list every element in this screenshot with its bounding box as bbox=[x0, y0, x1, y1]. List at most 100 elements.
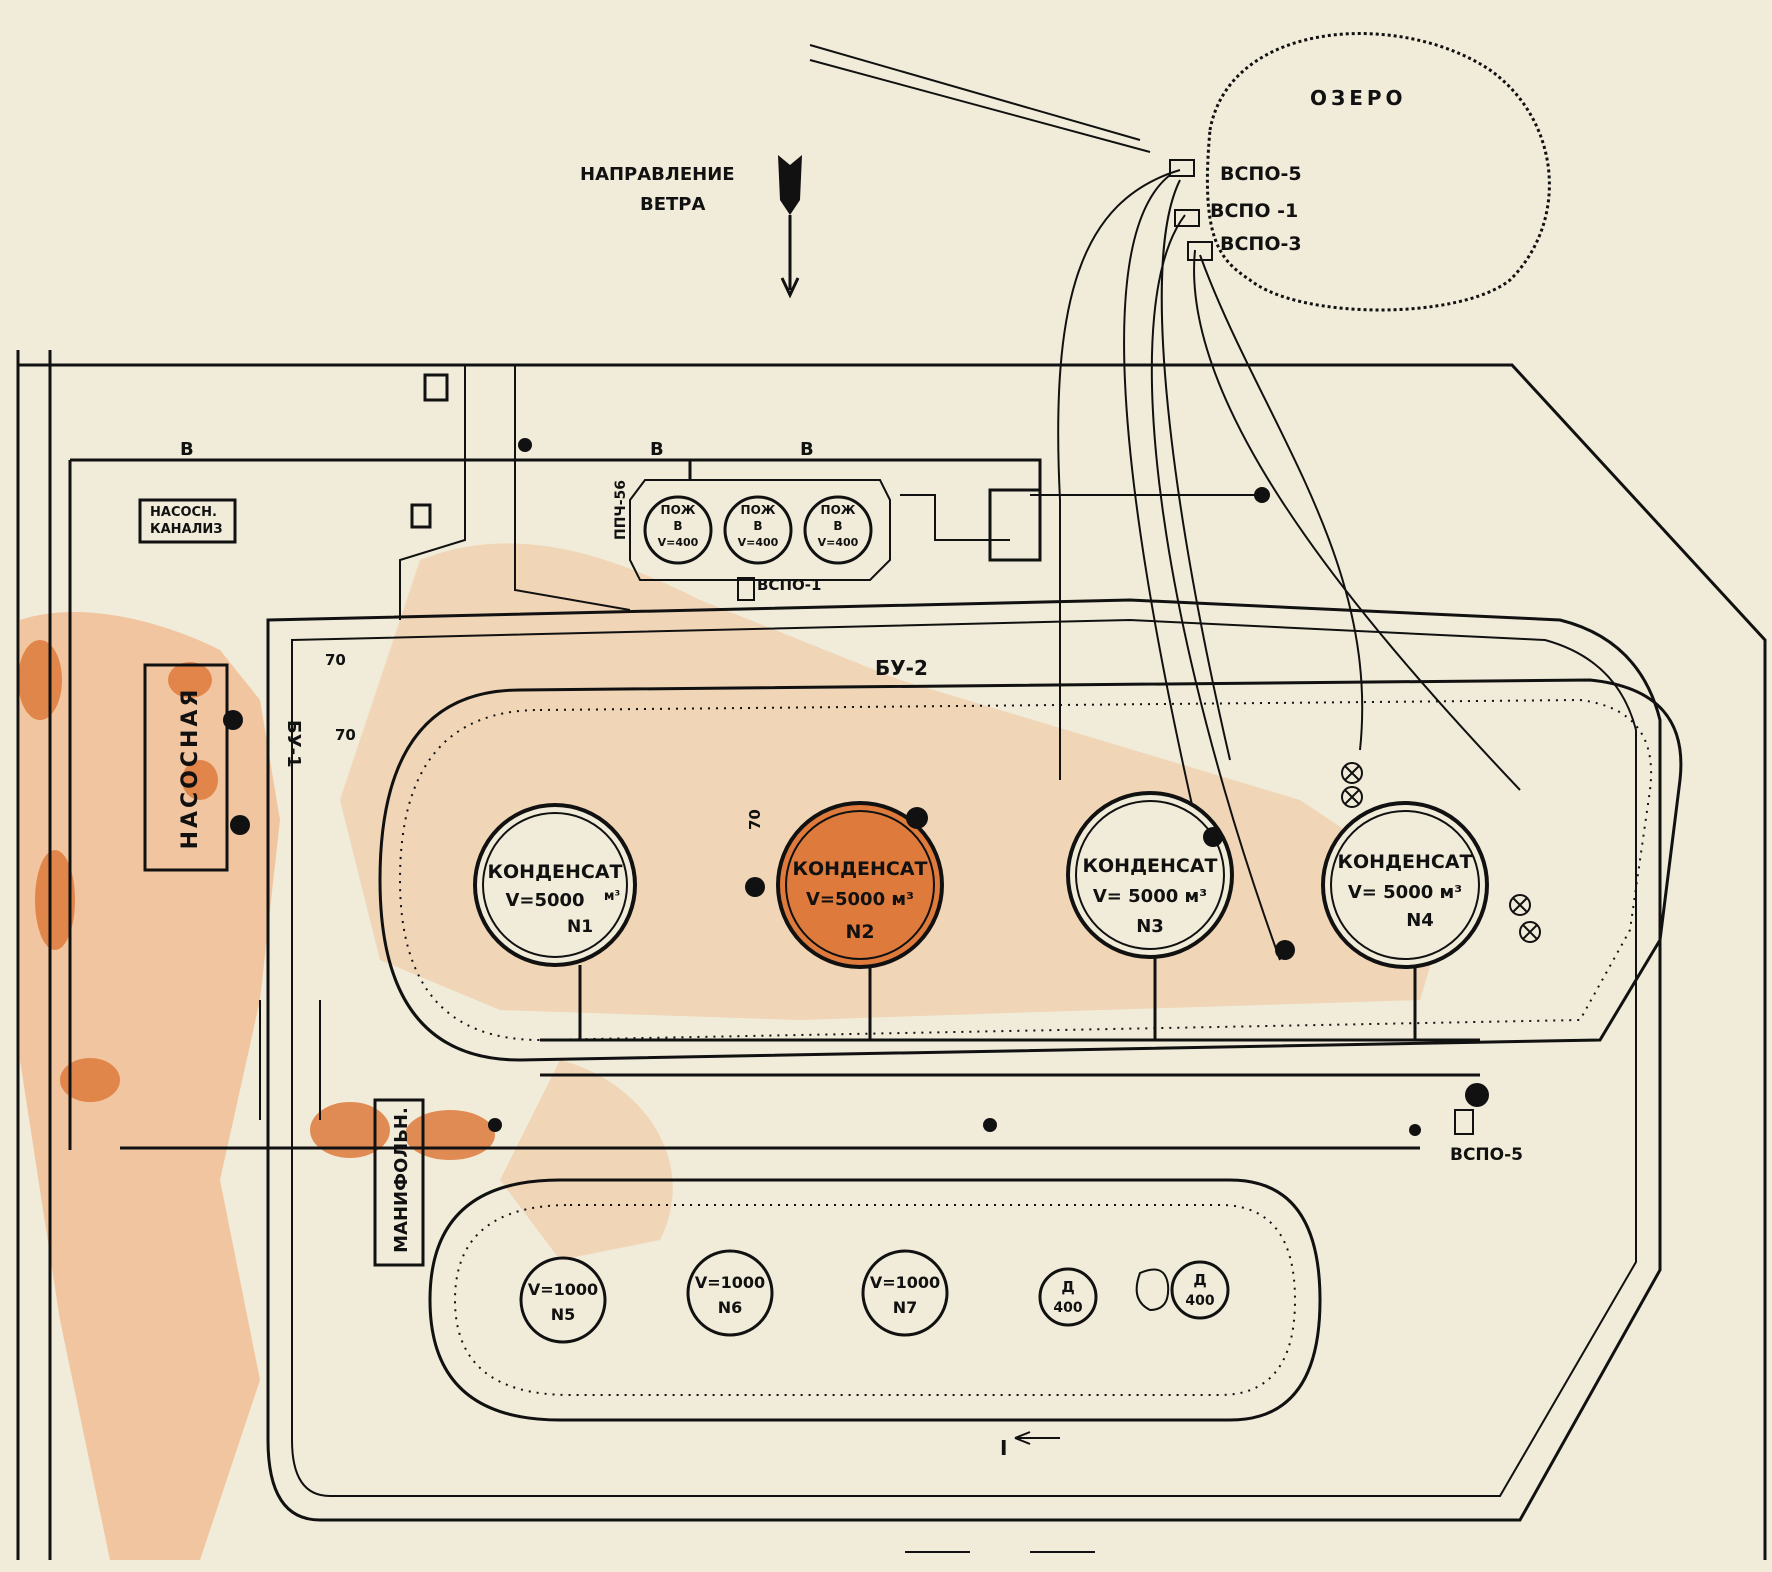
wind-direction-arrow-shaft bbox=[780, 215, 800, 299]
wind-direction-label: НАПРАВЛЕНИЕ bbox=[580, 164, 735, 185]
svg-text:V=400: V=400 bbox=[818, 536, 859, 549]
fire-tank: ПОЖ В V=400 bbox=[643, 495, 713, 565]
yard-boundary bbox=[399, 365, 631, 620]
distance-label: 70 bbox=[325, 651, 346, 669]
lake-label: ОЗЕРО bbox=[1310, 86, 1407, 110]
water-line-label: В bbox=[180, 439, 194, 460]
small-tank: Д 400 bbox=[1038, 1267, 1098, 1327]
small-tanks-dike bbox=[428, 1178, 1322, 1422]
svg-text:ПОЖ: ПОЖ bbox=[741, 503, 776, 517]
vspo1-label: ВСПО-1 bbox=[757, 576, 821, 594]
lake-station-label: ВСПО -1 bbox=[1210, 200, 1298, 222]
perimeter-road bbox=[266, 598, 1662, 1522]
lake-access-road bbox=[809, 44, 1151, 153]
gate-label: I bbox=[1000, 1436, 1007, 1460]
monitor-nozzles bbox=[1341, 762, 1541, 943]
hydrant bbox=[518, 438, 532, 452]
svg-text:V=400: V=400 bbox=[658, 536, 699, 549]
svg-text:м³: м³ bbox=[604, 889, 620, 904]
distance-label: 70 bbox=[746, 809, 764, 830]
svg-text:V= 5000 м³: V= 5000 м³ bbox=[1348, 882, 1462, 903]
large-tanks-dike-inner bbox=[398, 698, 1653, 1042]
svg-text:В: В bbox=[753, 519, 762, 533]
manifold-building bbox=[373, 1098, 425, 1267]
svg-text:КОНДЕНСАТ: КОНДЕНСАТ bbox=[793, 858, 928, 880]
svg-text:Д: Д bbox=[1193, 1271, 1206, 1289]
condensate-tank-1: КОНДЕНСАТ V=5000 м³ N1 bbox=[473, 803, 637, 967]
vspo5-label: ВСПО-5 bbox=[1450, 1145, 1523, 1165]
svg-text:КОНДЕНСАТ: КОНДЕНСАТ bbox=[1338, 851, 1473, 873]
large-tanks-dike bbox=[378, 678, 1683, 1062]
wind-direction-label: ВЕТРА bbox=[640, 194, 705, 215]
pump-sewer-label: НАСОСН. bbox=[150, 505, 217, 520]
svg-text:ПОЖ: ПОЖ bbox=[661, 503, 696, 517]
lake-pump-stations bbox=[1169, 159, 1213, 261]
svg-text:N7: N7 bbox=[893, 1298, 918, 1317]
lake bbox=[1205, 32, 1551, 312]
fire-tank: ПОЖ В V=400 bbox=[803, 495, 873, 565]
svg-text:V=1000: V=1000 bbox=[528, 1280, 598, 1299]
small-tank: V=1000 N6 bbox=[686, 1249, 774, 1337]
svg-text:КОНДЕНСАТ: КОНДЕНСАТ bbox=[1083, 855, 1218, 877]
small-tank: V=1000 N5 bbox=[519, 1256, 607, 1344]
outer-fence bbox=[16, 350, 1767, 1560]
lake-station-label: ВСПО-3 bbox=[1220, 233, 1302, 255]
vspo-station bbox=[1454, 1109, 1474, 1135]
water-line-label: В bbox=[800, 439, 814, 460]
manifold-label: МАНИФОЛЬН. bbox=[391, 1107, 412, 1253]
distance-label: 70 bbox=[335, 726, 356, 744]
condensate-tank-4: КОНДЕНСАТ V= 5000 м³ N4 bbox=[1321, 801, 1489, 969]
spill-area bbox=[20, 543, 1450, 1560]
svg-text:400: 400 bbox=[1053, 1300, 1082, 1316]
building bbox=[410, 503, 432, 529]
svg-text:N6: N6 bbox=[718, 1298, 743, 1317]
pump-house bbox=[143, 663, 229, 872]
building bbox=[423, 373, 449, 402]
svg-text:V=5000 м³: V=5000 м³ bbox=[806, 889, 914, 910]
pump-sewer-building bbox=[138, 498, 237, 544]
svg-text:V=400: V=400 bbox=[738, 536, 779, 549]
gate-marks bbox=[259, 1000, 1095, 1553]
perimeter-road-inner bbox=[291, 618, 1637, 1497]
svg-text:N4: N4 bbox=[1406, 910, 1434, 931]
pump-outlet bbox=[230, 815, 250, 835]
foam-blotch bbox=[1135, 1268, 1170, 1312]
condensate-tank-3: КОНДЕНСАТ V= 5000 м³ N3 bbox=[1066, 791, 1234, 959]
svg-text:V= 5000 м³: V= 5000 м³ bbox=[1093, 886, 1207, 907]
building bbox=[988, 488, 1042, 562]
svg-text:V=1000: V=1000 bbox=[870, 1273, 940, 1292]
svg-text:В: В bbox=[833, 519, 842, 533]
fire-tank-enclosure bbox=[629, 479, 1010, 581]
svg-text:V=1000: V=1000 bbox=[695, 1273, 765, 1292]
small-tanks-dike-inner bbox=[453, 1204, 1297, 1396]
condensate-tank-2-burning: КОНДЕНСАТ V=5000 м³ N2 bbox=[776, 801, 944, 969]
svg-text:Д: Д bbox=[1061, 1278, 1074, 1296]
entry-arrow bbox=[1014, 1431, 1060, 1445]
lake-station-label: ВСПО-5 bbox=[1220, 163, 1302, 185]
pump-sewer-label: КАНАЛИЗ bbox=[150, 522, 223, 537]
svg-text:400: 400 bbox=[1185, 1293, 1214, 1309]
pump-outlet bbox=[223, 710, 243, 730]
bu1-label: БУ-1 bbox=[283, 720, 304, 768]
svg-text:КОНДЕНСАТ: КОНДЕНСАТ bbox=[488, 861, 623, 883]
svg-text:N5: N5 bbox=[551, 1305, 576, 1324]
small-tank: Д 400 bbox=[1170, 1260, 1230, 1320]
svg-text:N2: N2 bbox=[845, 921, 874, 943]
vspo-station bbox=[737, 577, 755, 601]
water-line-label: В bbox=[650, 439, 664, 460]
pipeline-rack bbox=[120, 958, 1480, 1150]
bu2-label: БУ-2 bbox=[875, 656, 928, 680]
pump-house-label: НАСОСНАЯ bbox=[178, 687, 203, 850]
svg-text:N3: N3 bbox=[1136, 916, 1164, 937]
svg-text:N1: N1 bbox=[567, 917, 593, 937]
wind-direction-arrow bbox=[778, 155, 802, 215]
small-tank: V=1000 N7 bbox=[861, 1249, 949, 1337]
svg-text:В: В bbox=[673, 519, 682, 533]
fire-tank: ПОЖ В V=400 bbox=[723, 495, 793, 565]
svg-text:ПОЖ: ПОЖ bbox=[821, 503, 856, 517]
foam-nozzles bbox=[488, 807, 1489, 1136]
svg-text:V=5000: V=5000 bbox=[505, 890, 584, 911]
hose-lines bbox=[1057, 169, 1521, 961]
ppch-label: ППЧ-56 bbox=[613, 480, 629, 540]
